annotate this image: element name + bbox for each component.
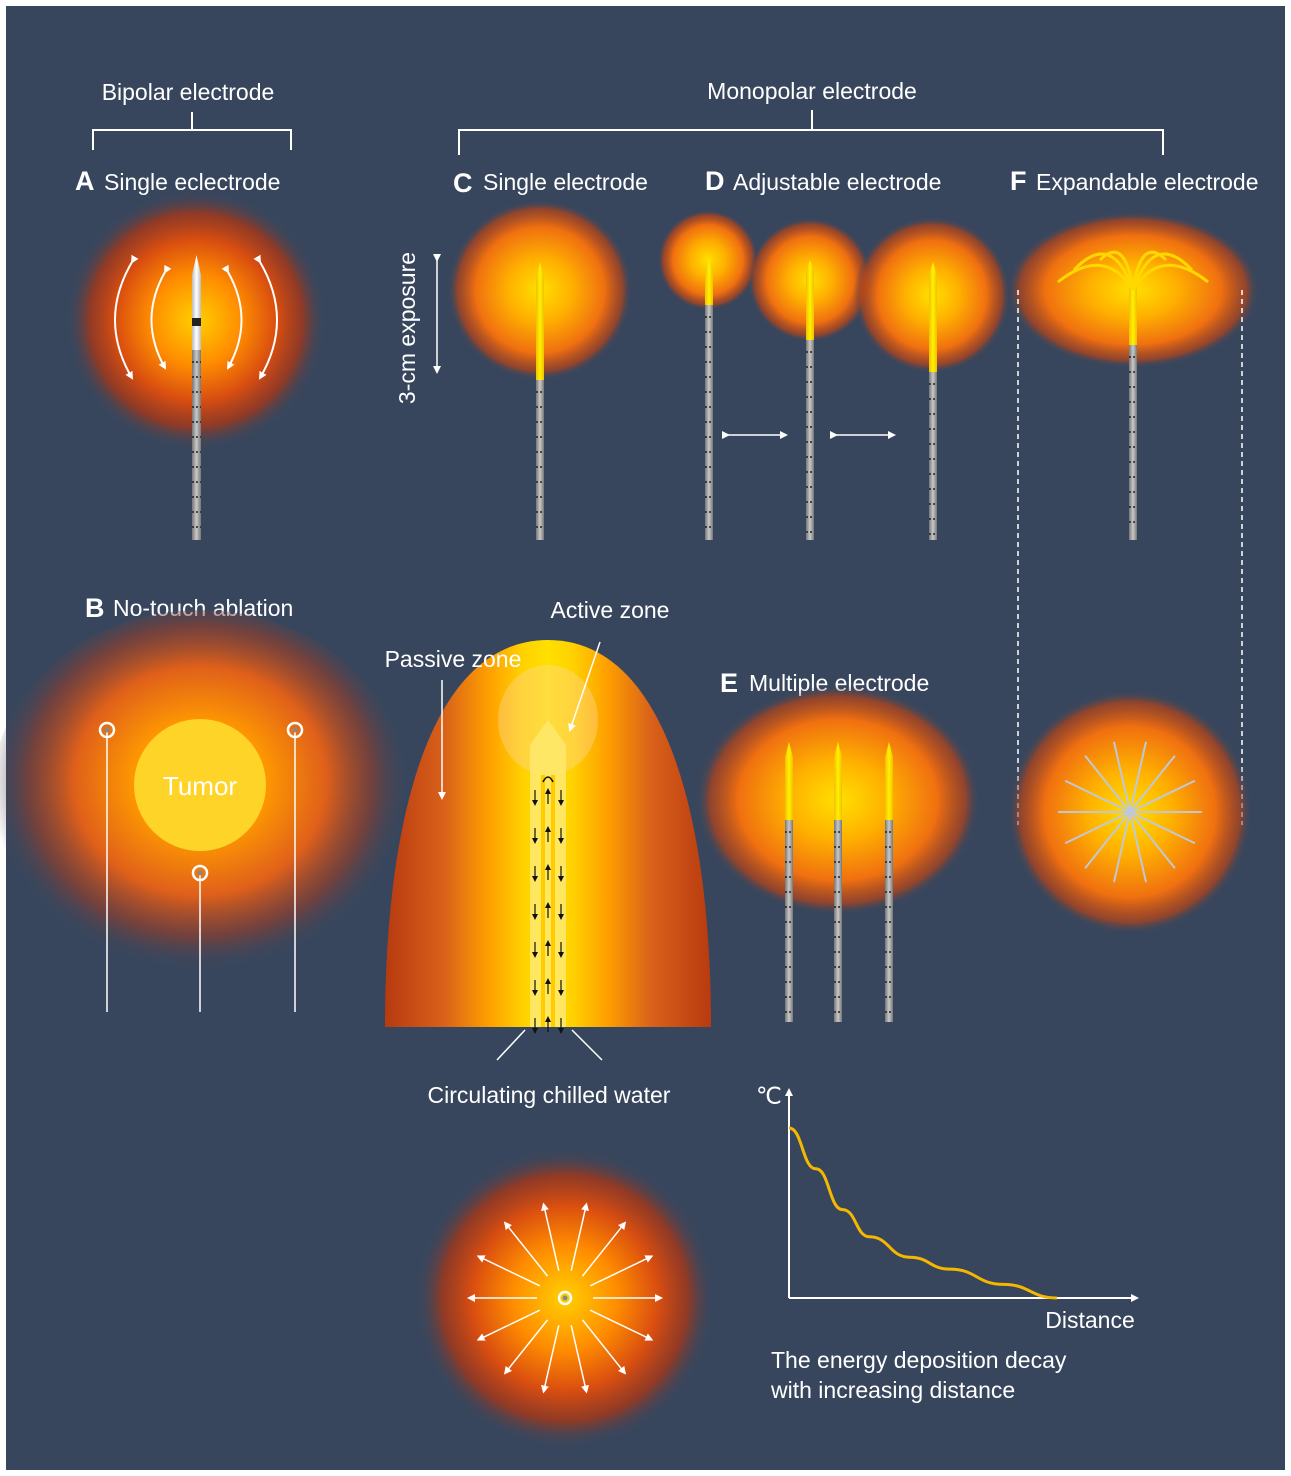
cooled-electrode: Active zone Passive zone Circulating chi… xyxy=(385,597,711,1108)
radial-arrow xyxy=(581,1319,627,1375)
chilled-water-label: Circulating chilled water xyxy=(428,1082,671,1108)
panel-a-current-arrows xyxy=(114,254,278,380)
tine-line xyxy=(1129,755,1176,813)
radial-arrow xyxy=(570,1202,589,1271)
radial-arrow xyxy=(570,1325,589,1394)
panel-f-title: Expandable electrode xyxy=(1036,169,1259,195)
radial-arrow xyxy=(541,1202,560,1271)
radial-arrow xyxy=(581,1221,627,1277)
radial-arrow xyxy=(589,1309,654,1341)
panel-d-title: Adjustable electrode xyxy=(733,169,941,195)
tine-line xyxy=(1129,811,1196,845)
panel-d-tip-3 xyxy=(929,262,937,372)
chart-caption-line1: The energy deposition decay xyxy=(771,1347,1067,1373)
chart-caption-line2: with increasing distance xyxy=(770,1377,1015,1403)
chilled-water-pointer-left xyxy=(496,1029,526,1061)
chart-decay-curve xyxy=(788,1126,1058,1300)
panel-f-tip xyxy=(1129,285,1137,345)
panel-a-letter: A xyxy=(75,166,95,196)
panel-c: C Single electrode 3-cm exposure xyxy=(394,168,648,540)
radial-heat-source xyxy=(557,1290,573,1306)
tine-line xyxy=(1129,811,1176,869)
tine-line xyxy=(1113,741,1131,813)
panel-e-shaft-2 xyxy=(834,820,842,1022)
panel-a-insulator xyxy=(192,318,201,326)
tine-line xyxy=(1113,811,1131,883)
panel-b-tumor xyxy=(134,719,266,851)
panel-d-shaft-3 xyxy=(929,372,937,540)
active-zone-pointer xyxy=(568,641,601,732)
panel-e-shaft-3 xyxy=(885,820,893,1022)
panel-b-letter: B xyxy=(85,593,105,623)
radial-heat-source-core xyxy=(562,1295,568,1301)
panel-e: E Multiple electrode xyxy=(696,668,980,1022)
radial-arrow xyxy=(541,1325,560,1394)
panel-c-title: Single electrode xyxy=(483,169,648,195)
panel-f-top-view-tines xyxy=(1058,741,1202,883)
tine-line xyxy=(1064,811,1131,845)
panel-c-letter: C xyxy=(453,168,473,198)
panel-d-shaft-2 xyxy=(806,340,814,540)
panel-a: A Single eclectrode xyxy=(66,166,326,540)
radial-arrow xyxy=(589,1255,654,1287)
tine-line xyxy=(1084,755,1131,813)
active-zone-label: Active zone xyxy=(551,597,670,623)
panel-b-probes xyxy=(106,730,296,1012)
monopolar-header: Monopolar electrode xyxy=(707,78,917,104)
panel-c-tip xyxy=(536,262,544,380)
decay-chart: ℃ Distance The energy deposition decay w… xyxy=(756,1083,1139,1403)
passive-zone-label: Passive zone xyxy=(385,646,522,672)
monopolar-bracket xyxy=(458,110,1164,155)
panel-b-probe-tips xyxy=(98,721,304,882)
chart-x-label: Distance xyxy=(1045,1307,1134,1333)
tine-line xyxy=(1084,811,1131,869)
panel-d: D Adjustable electrode xyxy=(658,166,1010,540)
panel-f-shaft xyxy=(1129,345,1137,540)
panel-e-letter: E xyxy=(720,668,738,698)
panel-a-tip xyxy=(192,255,201,350)
panel-e-shaft-1 xyxy=(785,820,793,1022)
radial-arrow xyxy=(503,1319,549,1375)
radial-heat xyxy=(415,1148,715,1448)
radial-arrow xyxy=(476,1309,541,1341)
chilled-water-pointer-right xyxy=(571,1029,603,1061)
tine-line xyxy=(1129,779,1196,813)
tine-line xyxy=(1064,779,1131,813)
panel-f-tines xyxy=(1057,250,1209,291)
radial-arrow xyxy=(476,1255,541,1287)
tine-line xyxy=(1129,811,1147,883)
panel-d-glow-small xyxy=(658,210,758,310)
panel-b-tumor-label: Tumor xyxy=(163,771,237,801)
panel-b: B No-touch ablation Tumor xyxy=(0,593,410,1012)
cooled-flow-return xyxy=(542,776,554,783)
panel-f: F Expandable electrode xyxy=(1007,166,1259,934)
bipolar-bracket xyxy=(92,112,292,150)
radial-arrow xyxy=(503,1221,549,1277)
cooled-flow-arrows xyxy=(532,788,564,1034)
radial-heat-arrows xyxy=(467,1202,663,1394)
panel-e-tip-2 xyxy=(834,742,842,820)
panel-a-shaft xyxy=(192,350,201,540)
chart-y-unit: ℃ xyxy=(756,1083,782,1109)
panel-c-shaft xyxy=(536,380,544,540)
panel-e-tip-1 xyxy=(785,742,793,820)
panel-d-tip-2 xyxy=(806,260,814,340)
tine-line xyxy=(1129,741,1147,813)
bipolar-header: Bipolar electrode xyxy=(102,79,275,105)
panel-f-letter: F xyxy=(1010,166,1027,196)
panel-c-exposure-label: 3-cm exposure xyxy=(394,252,420,404)
panel-e-tip-3 xyxy=(885,742,893,820)
panel-d-letter: D xyxy=(705,166,725,196)
panel-d-tip-1 xyxy=(705,260,713,305)
